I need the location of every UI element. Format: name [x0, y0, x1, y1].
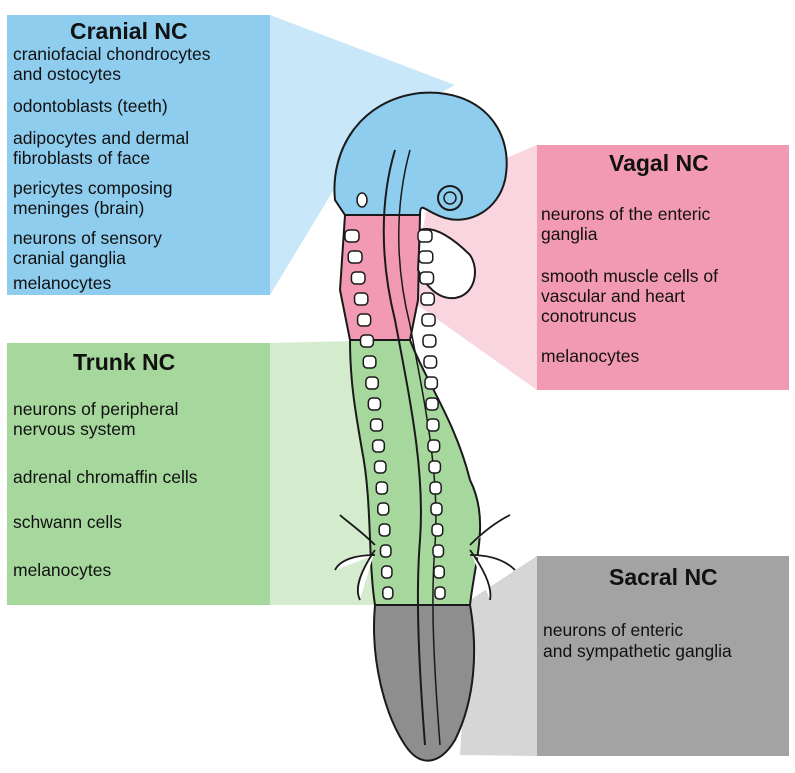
somite-left	[363, 356, 376, 368]
somite-right	[426, 398, 438, 410]
cranial-item-9: cranial ganglia	[7, 249, 126, 268]
somite-left	[361, 335, 374, 347]
trunk-item-3: adrenal chromaffin cells	[7, 468, 198, 487]
somite-right	[433, 545, 443, 557]
somite-left	[378, 503, 389, 515]
vagal-item-5: conotruncus	[537, 307, 636, 326]
vagal-item-2: ganglia	[537, 225, 597, 244]
somite-right	[435, 587, 445, 599]
somite-left	[371, 419, 383, 431]
somite-right	[432, 524, 443, 536]
cranial-item-10: melanocytes	[7, 274, 111, 293]
sacral-nc-title: Sacral NC	[609, 564, 718, 591]
cranial-item-2: and ostocytes	[7, 65, 121, 84]
somite-left	[368, 398, 380, 410]
somite-right	[418, 230, 432, 242]
somite-left	[383, 587, 393, 599]
somite-left	[379, 524, 390, 536]
somite-left	[380, 545, 390, 557]
somite-left	[376, 482, 387, 494]
somite-right	[422, 314, 435, 326]
somite-left	[358, 314, 371, 326]
vagal-item-6: melanocytes	[537, 347, 639, 366]
sacral-nc-panel: Sacral NC neurons of enteric and sympath…	[537, 556, 789, 756]
trunk-nc-panel: Trunk NC neurons of peripheral nervous s…	[7, 343, 270, 605]
cranial-item-1: craniofacial chondrocytes	[7, 45, 210, 64]
cranial-item-3: odontoblasts (teeth)	[7, 97, 168, 116]
somite-right	[434, 566, 444, 578]
somite-left	[351, 272, 365, 284]
vagal-nc-panel: Vagal NC neurons of the enteric ganglia …	[537, 145, 789, 390]
vagal-item-3: smooth muscle cells of	[537, 267, 718, 286]
somite-right	[430, 482, 441, 494]
somite-left	[355, 293, 368, 305]
vagal-nc-title: Vagal NC	[609, 150, 709, 177]
otic-vesicle	[357, 193, 367, 207]
vagal-item-4: vascular and heart	[537, 287, 685, 306]
trunk-nc-title: Trunk NC	[73, 349, 175, 376]
somite-right	[427, 419, 439, 431]
somite-right	[424, 356, 437, 368]
cranial-item-8: neurons of sensory	[7, 229, 162, 248]
cranial-item-7: meninges (brain)	[7, 199, 144, 218]
somite-right	[428, 440, 440, 452]
somite-right	[419, 251, 433, 263]
somite-left	[382, 566, 392, 578]
vagal-item-1: neurons of the enteric	[537, 205, 710, 224]
trunk-item-1: neurons of peripheral	[7, 400, 178, 419]
somite-right	[429, 461, 440, 473]
somite-left	[373, 440, 385, 452]
somite-right	[420, 272, 434, 284]
sacral-item-1: neurons of enteric	[537, 621, 683, 640]
somite-left	[375, 461, 386, 473]
cranial-nc-panel: Cranial NC craniofacial chondrocytes and…	[7, 15, 270, 295]
somite-left	[345, 230, 359, 242]
somite-left	[348, 251, 362, 263]
trunk-item-5: melanocytes	[7, 561, 111, 580]
trunk-item-2: nervous system	[7, 420, 136, 439]
cranial-item-4: adipocytes and dermal	[7, 129, 189, 148]
cranial-nc-title: Cranial NC	[70, 18, 188, 45]
somite-right	[425, 377, 437, 389]
cranial-item-6: pericytes composing	[7, 179, 173, 198]
sacral-item-2: and sympathetic ganglia	[537, 642, 732, 661]
somite-right	[431, 503, 442, 515]
somite-right	[421, 293, 434, 305]
cranial-item-5: fibroblasts of face	[7, 149, 150, 168]
trunk-item-4: schwann cells	[7, 513, 122, 532]
somite-left	[366, 377, 378, 389]
somite-right	[423, 335, 436, 347]
